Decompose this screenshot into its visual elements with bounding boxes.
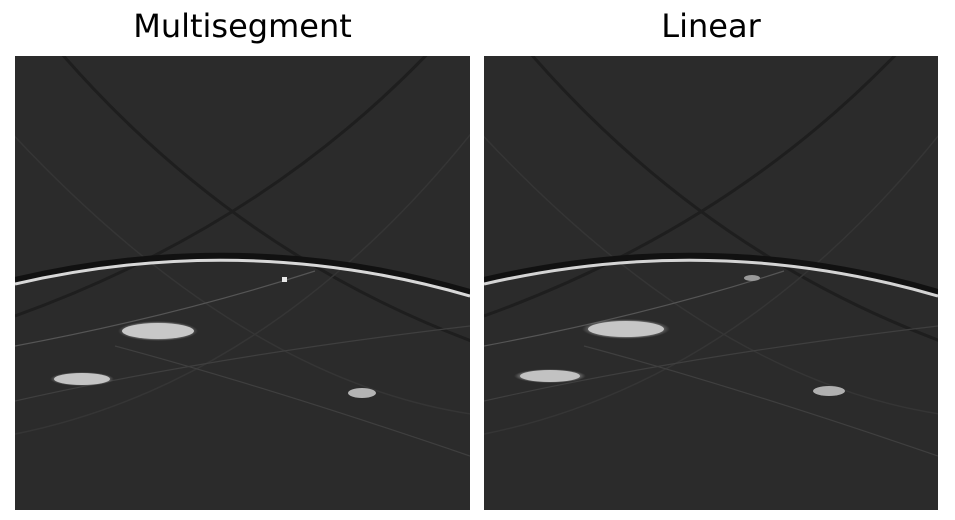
linear-reconstruction-image	[484, 56, 938, 510]
multisegment-reconstruction-image	[15, 56, 470, 510]
panel-title-multisegment: Multisegment	[133, 7, 352, 45]
panel-title-linear: Linear	[661, 7, 761, 45]
